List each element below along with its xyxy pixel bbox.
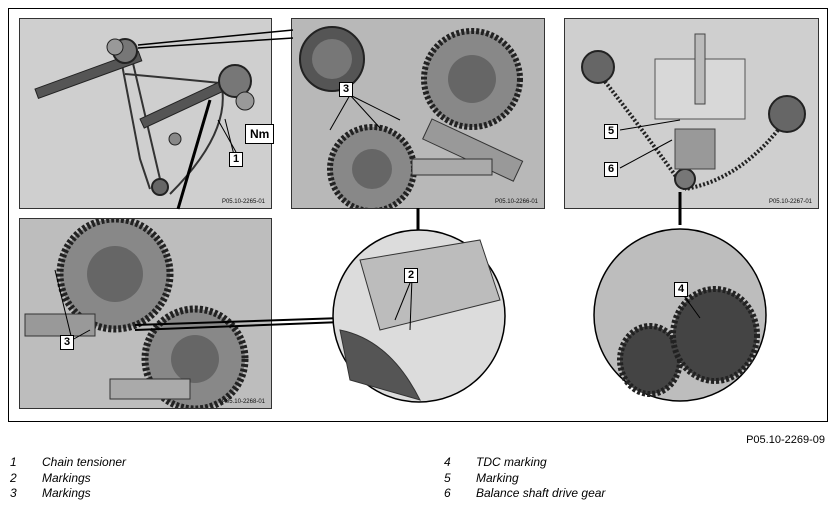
callout-1: 1 [229,152,244,167]
torque-symbol: Nm [245,124,275,144]
gears-illustration [24,219,249,408]
panel-camshaft-overview: P05.10-2265-01 [19,18,272,209]
panel-camshaft-gears: P05.10-2268-01 [19,218,272,409]
panel-code: P05.10-2266-01 [494,199,538,205]
callout-5: 5 [604,124,619,139]
callout-4: 4 [674,282,689,297]
engine-illustration [581,33,806,191]
callout-3b: 3 [60,335,75,350]
callout-6: 6 [604,162,619,177]
sprocket-illustration [299,26,524,208]
panel-cam-markings: P05.10-2266-01 [291,18,545,209]
panel-code: P05.10-2267-01 [768,199,812,205]
panel-code: P05.10-2265-01 [221,199,265,205]
callout-2: 2 [404,268,419,283]
panel-code: P05.10-2268-01 [221,399,265,405]
camshaft-illustration [34,38,255,196]
panel-balance-shaft: P05.10-2267-01 [564,18,819,209]
figure-code: P05.10-2269-09 [746,434,825,446]
callout-3a: 3 [339,82,354,97]
